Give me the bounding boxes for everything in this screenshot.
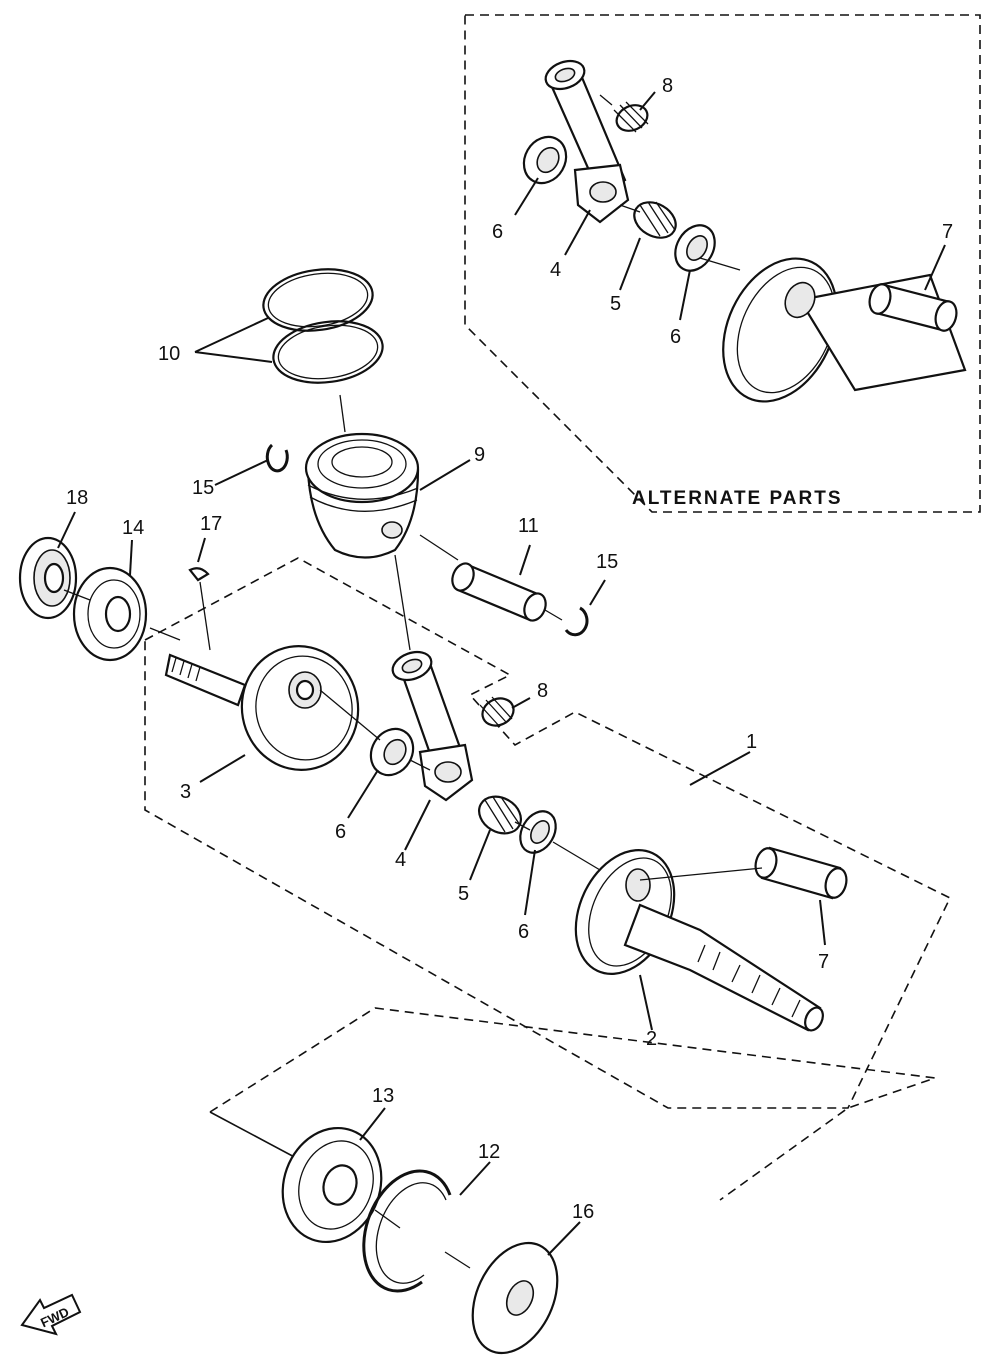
- callout-2: 2: [646, 1028, 657, 1050]
- callout-6-alt-right: 6: [670, 326, 681, 348]
- left-crank-half: [164, 645, 360, 771]
- alternate-parts-group: ALTERNATE PARTS: [464, 14, 981, 513]
- callout-15-lower: 15: [596, 551, 618, 573]
- alt-crank-pin: [868, 283, 958, 332]
- alt-crank-half: [722, 257, 967, 403]
- crank-pin: [754, 846, 848, 900]
- alternate-parts-label: ALTERNATE PARTS: [632, 488, 843, 509]
- big-end-bearing: [478, 795, 522, 835]
- forward-arrow-icon: FWD: [20, 1293, 82, 1336]
- left-main-bearing: [72, 566, 148, 662]
- right-crank-half: [574, 848, 824, 1032]
- callout-13: 13: [372, 1085, 394, 1107]
- callout-6-right: 6: [518, 921, 529, 943]
- alternate-parts-boundary: [464, 14, 981, 513]
- callout-14: 14: [122, 517, 144, 539]
- callout-10: 10: [158, 343, 180, 365]
- callout-6-alt-left: 6: [492, 221, 503, 243]
- oil-seal: [18, 536, 78, 620]
- crankshaft-assembly-boundary: [144, 557, 952, 1109]
- piston-pin-clip-upper: [265, 443, 289, 473]
- piston-rings: [262, 268, 384, 384]
- callout-8: 8: [537, 680, 548, 702]
- piston: [304, 432, 420, 559]
- thrust-washer-left: [369, 727, 415, 777]
- piston-pin: [451, 562, 547, 622]
- bearing-circlip: [362, 1169, 452, 1293]
- callout-12: 12: [478, 1141, 500, 1163]
- callout-18: 18: [66, 487, 88, 509]
- connecting-rod: [391, 650, 474, 802]
- callout-6-left: 6: [335, 821, 346, 843]
- callout-15-upper: 15: [192, 477, 214, 499]
- callout-4: 4: [395, 849, 406, 871]
- callout-7-alt: 7: [942, 221, 953, 243]
- callout-11: 11: [518, 515, 539, 537]
- leader-lines: [57, 91, 946, 1256]
- thrust-washer-right: [519, 810, 557, 854]
- callout-4-alt: 4: [550, 259, 561, 281]
- callout-17: 17: [200, 513, 222, 535]
- callout-7: 7: [818, 951, 829, 973]
- piston-pin-clip-lower: [564, 606, 589, 637]
- callout-1: 1: [746, 731, 757, 753]
- woodruff-key: [188, 567, 210, 582]
- callout-8-alt: 8: [662, 75, 673, 97]
- callout-5-alt: 5: [610, 293, 621, 315]
- alt-thrust-washer-left: [522, 135, 568, 185]
- alt-big-end-bearing: [633, 201, 677, 239]
- callout-5: 5: [458, 883, 469, 905]
- callout-16: 16: [572, 1201, 594, 1223]
- small-end-bearing: [479, 696, 515, 728]
- callout-3: 3: [180, 781, 191, 803]
- callout-9: 9: [474, 444, 485, 466]
- alt-small-end-bearing: [613, 101, 649, 133]
- alt-connecting-rod: [544, 59, 630, 224]
- bearing-kit-boundary: [209, 1007, 936, 1201]
- right-oil-seal: [471, 1241, 559, 1355]
